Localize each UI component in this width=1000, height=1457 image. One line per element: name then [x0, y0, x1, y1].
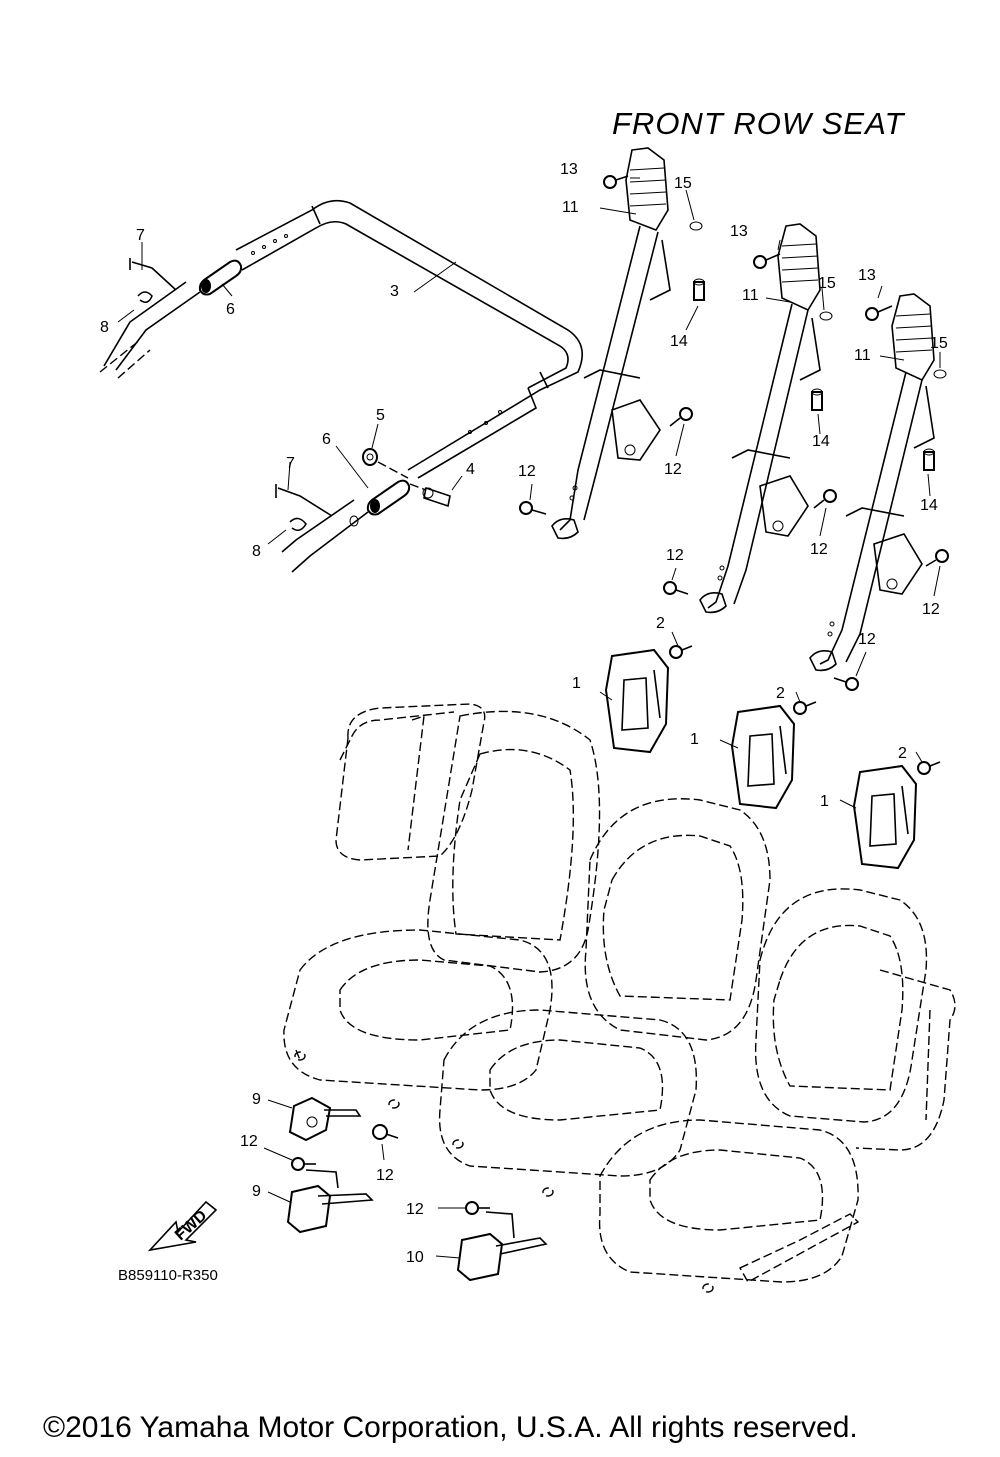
- seat-belt-left: [551, 147, 671, 540]
- buckle-10: [456, 1211, 548, 1282]
- roll-bar-part: [235, 199, 584, 479]
- callout-15: 15: [674, 175, 692, 192]
- callout-5: 5: [376, 407, 385, 424]
- washer-15-set: [689, 221, 947, 379]
- callout-12: 12: [858, 631, 876, 648]
- callout-9: 9: [252, 1183, 261, 1200]
- buckle-upper-9: [288, 1096, 362, 1142]
- callout-7: 7: [286, 455, 295, 472]
- callout-12: 12: [810, 541, 828, 558]
- bolt-13-set: [603, 175, 893, 321]
- callout-12: 12: [406, 1201, 424, 1218]
- callout-12: 12: [666, 547, 684, 564]
- callout-11: 11: [742, 287, 759, 304]
- callout-12: 12: [240, 1133, 258, 1150]
- seat-right: [598, 888, 956, 1293]
- callout-11: 11: [562, 199, 579, 216]
- copyright-notice: ©2016 Yamaha Motor Corporation, U.S.A. A…: [43, 1411, 858, 1444]
- seat-belt-center: [699, 223, 821, 614]
- callout-15: 15: [930, 335, 948, 352]
- callout-14: 14: [812, 433, 830, 450]
- callout-1: 1: [820, 793, 829, 810]
- callout-13: 13: [560, 161, 578, 178]
- callout-14: 14: [670, 333, 688, 350]
- callout-10: 10: [406, 1249, 424, 1266]
- seat-left: [283, 703, 601, 1109]
- callout-6: 6: [322, 431, 331, 448]
- lower-mount-tube: [275, 484, 369, 573]
- upper-mount-tube: [99, 258, 201, 379]
- sleeve-lower: [366, 479, 411, 516]
- nut-5: [362, 448, 409, 479]
- callout-12: 12: [518, 463, 536, 480]
- callout-12: 12: [664, 461, 682, 478]
- callout-2: 2: [776, 685, 785, 702]
- callout-14: 14: [920, 497, 938, 514]
- callout-2: 2: [898, 745, 907, 762]
- bolt-12-set: [291, 407, 949, 1215]
- callout-6: 6: [226, 301, 235, 318]
- seat-side-frame-left: [339, 711, 455, 761]
- callout-8: 8: [100, 319, 109, 336]
- callout-numbers: 1 1 1 2 2 2 3 4 5 6 6 7 7 8 8 9 9 10 11 …: [100, 161, 948, 1266]
- callout-1: 1: [690, 731, 699, 748]
- callout-12: 12: [922, 601, 940, 618]
- callout-12: 12: [376, 1167, 394, 1184]
- sleeve-upper: [198, 259, 243, 296]
- callout-4: 4: [466, 461, 475, 478]
- bolt-14-set: [693, 278, 935, 471]
- headrest-pad-left: [604, 648, 670, 754]
- callout-1: 1: [572, 675, 581, 692]
- callout-13: 13: [730, 223, 748, 240]
- buckle-lower-9: [286, 1169, 374, 1234]
- callout-15: 15: [818, 275, 836, 292]
- callout-11: 11: [854, 347, 871, 364]
- callout-9: 9: [252, 1091, 261, 1108]
- headrest-pad-right: [852, 764, 918, 870]
- diagram-code: B859110-R350: [118, 1267, 218, 1284]
- seat-center: [438, 798, 771, 1197]
- headrest-pad-center: [730, 704, 796, 810]
- fwd-arrow-icon: FWD: [147, 1200, 218, 1252]
- diagram-title: FRONT ROW SEAT: [612, 106, 905, 141]
- bolt-4: [409, 483, 451, 508]
- leader-lines: [117, 177, 941, 1259]
- callout-13: 13: [858, 267, 876, 284]
- callout-8: 8: [252, 543, 261, 560]
- seat-belt-right: [809, 293, 935, 672]
- callout-7: 7: [136, 227, 145, 244]
- bolt-2-set: [669, 645, 941, 775]
- callout-3: 3: [390, 283, 399, 300]
- callout-2: 2: [656, 615, 665, 632]
- fwd-label: FWD: [172, 1207, 210, 1244]
